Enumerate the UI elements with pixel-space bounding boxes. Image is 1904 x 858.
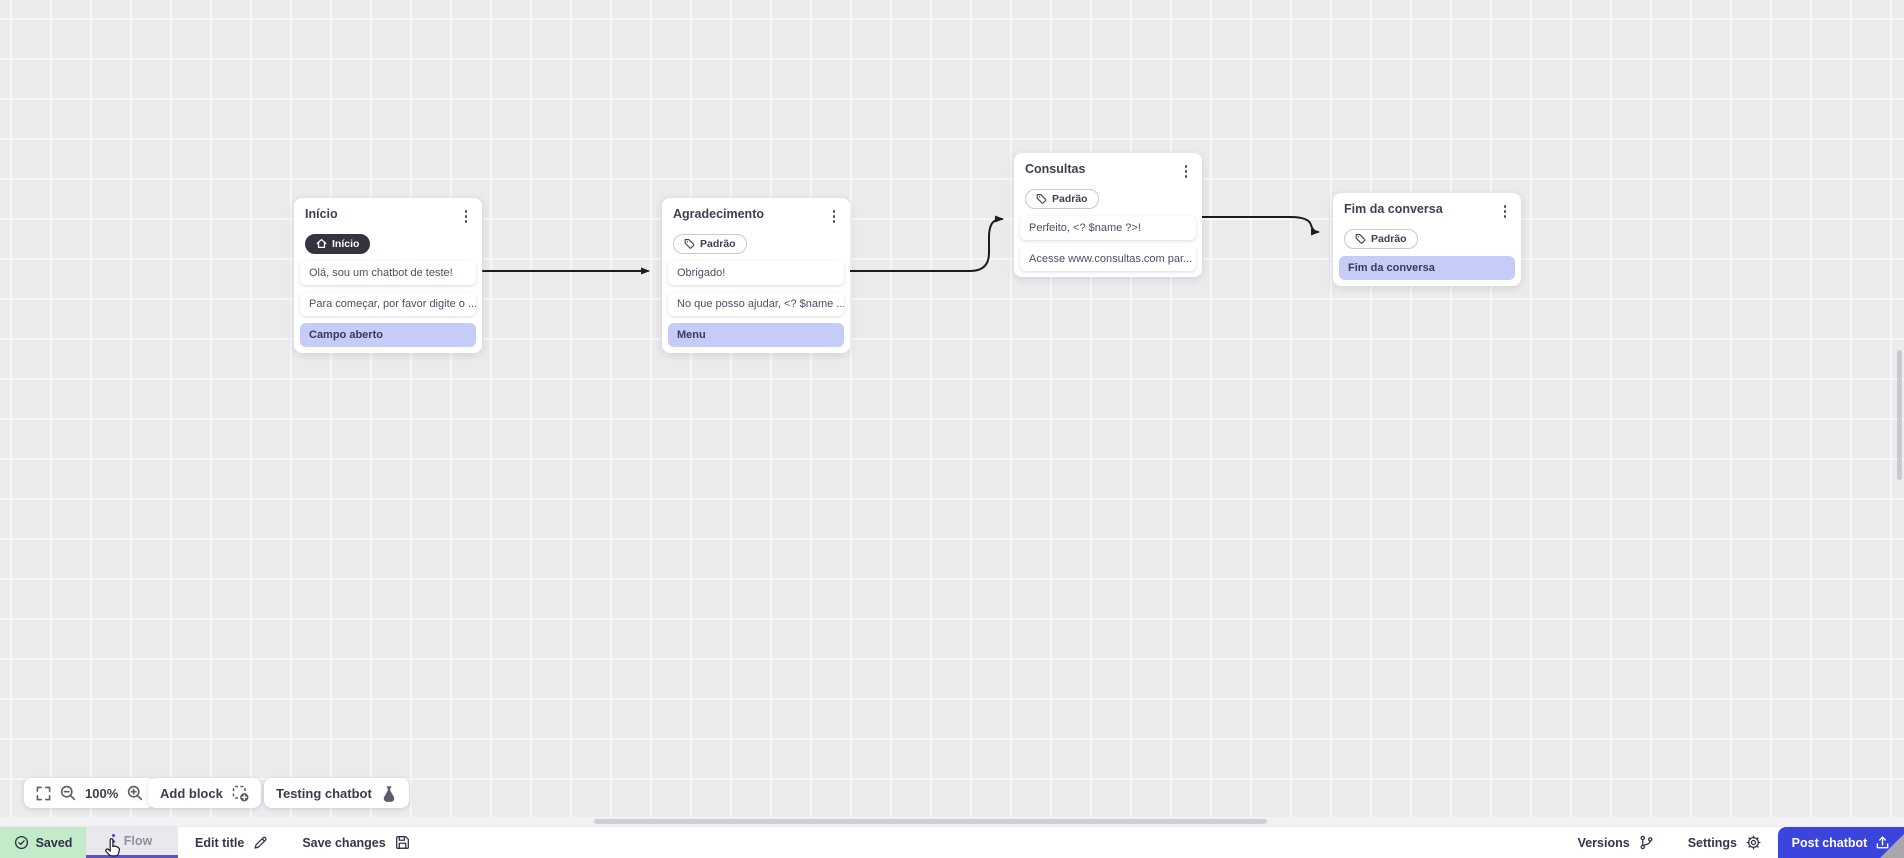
- horizontal-scrollbar-thumb[interactable]: [594, 819, 1267, 824]
- badge-row: Padrão: [673, 233, 844, 255]
- node-title: Início: [305, 207, 338, 221]
- type-badge: Padrão: [1025, 188, 1099, 209]
- fit-screen-icon[interactable]: [36, 786, 51, 801]
- floppy-icon: [395, 836, 409, 849]
- input-block[interactable]: Campo aberto: [300, 323, 476, 348]
- bottom-bar-spacer: [427, 827, 1561, 858]
- flask-icon: [383, 785, 395, 802]
- node-title: Fim da conversa: [1344, 202, 1443, 216]
- message-block[interactable]: Olá, sou um chatbot de teste!: [300, 261, 476, 286]
- git-branch-icon: [1640, 835, 1653, 850]
- bottom-bar: Saved Flow Edit title Save changes Versi…: [0, 826, 1904, 858]
- wire-consultas-fim: [1201, 216, 1320, 236]
- flow-node-inicio[interactable]: Início Início Olá, sou um chatbot de tes…: [294, 198, 482, 354]
- add-block-icon: [232, 785, 249, 801]
- badge-row: Início: [305, 233, 476, 255]
- node-menu-icon[interactable]: [829, 207, 840, 226]
- zoom-out-icon[interactable]: [60, 785, 76, 801]
- gear-icon: [1746, 835, 1761, 850]
- connector-wires: [482, 215, 1320, 275]
- node-menu-icon[interactable]: [1181, 162, 1192, 181]
- pencil-icon: [254, 836, 267, 849]
- edit-title-button[interactable]: Edit title: [178, 827, 285, 858]
- tag-icon: [684, 239, 695, 249]
- message-block[interactable]: Para começar, por favor digite o ...: [300, 292, 476, 317]
- tag-icon: [1355, 234, 1366, 244]
- versions-button[interactable]: Versions: [1561, 827, 1671, 858]
- message-block[interactable]: Perfeito, <? $name ?>!: [1020, 216, 1196, 241]
- save-status-badge: Saved: [0, 827, 86, 858]
- add-block-button[interactable]: Add block: [148, 778, 261, 808]
- type-badge: Padrão: [673, 233, 747, 254]
- node-header: Início: [300, 207, 476, 226]
- zoom-toolbar: 100%: [24, 778, 156, 808]
- settings-button[interactable]: Settings: [1671, 827, 1778, 858]
- start-badge: Início: [305, 233, 371, 254]
- node-header: Consultas: [1020, 162, 1196, 181]
- flow-node-consultas[interactable]: Consultas Padrão Perfeito, <? $name ?>! …: [1014, 153, 1202, 278]
- tab-flow[interactable]: Flow: [86, 827, 178, 858]
- menu-block[interactable]: Menu: [668, 323, 844, 348]
- post-chatbot-button[interactable]: Post chatbot: [1778, 827, 1904, 858]
- node-title: Consultas: [1025, 162, 1086, 176]
- horizontal-scrollbar-track: [0, 817, 1904, 826]
- vertical-scrollbar-thumb[interactable]: [1897, 350, 1902, 480]
- badge-row: Padrão: [1025, 188, 1196, 210]
- wire-agradecimento-consultas: [849, 215, 1004, 272]
- message-block[interactable]: No que posso ajudar, <? $name ...: [668, 292, 844, 317]
- save-changes-button[interactable]: Save changes: [285, 827, 426, 858]
- flow-menu-icon[interactable]: [111, 834, 115, 848]
- flow-node-fim-da-conversa[interactable]: Fim da conversa Padrão Fim da conversa: [1333, 193, 1521, 287]
- tag-icon: [1036, 194, 1047, 204]
- node-title: Agradecimento: [673, 207, 764, 221]
- node-menu-icon[interactable]: [1500, 202, 1511, 221]
- message-block[interactable]: Acesse www.consultas.com par...: [1020, 247, 1196, 272]
- window-corner-fold: [1880, 834, 1904, 858]
- zoom-level: 100%: [85, 785, 119, 801]
- badge-row: Padrão: [1344, 228, 1515, 250]
- message-block[interactable]: Obrigado!: [668, 261, 844, 286]
- check-circle-icon: [14, 835, 28, 850]
- home-icon: [316, 238, 327, 249]
- zoom-in-icon[interactable]: [127, 785, 143, 801]
- flow-canvas[interactable]: Início Início Olá, sou um chatbot de tes…: [0, 0, 1904, 826]
- node-header: Agradecimento: [668, 207, 844, 226]
- flow-node-agradecimento[interactable]: Agradecimento Padrão Obrigado! No que po…: [662, 198, 850, 354]
- node-menu-icon[interactable]: [461, 207, 472, 226]
- end-block[interactable]: Fim da conversa: [1339, 256, 1515, 281]
- type-badge: Padrão: [1344, 228, 1418, 249]
- node-header: Fim da conversa: [1339, 202, 1515, 221]
- testing-chatbot-button[interactable]: Testing chatbot: [264, 778, 409, 808]
